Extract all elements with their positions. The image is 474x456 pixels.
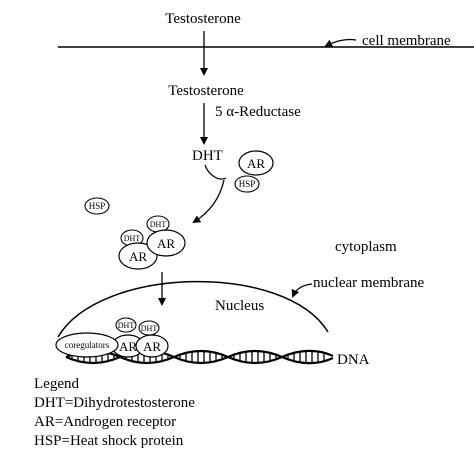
label-cell-membrane: cell membrane bbox=[362, 33, 451, 49]
ar-dimer-left bbox=[118, 242, 158, 270]
arrow-binding bbox=[192, 179, 225, 224]
hsp-released-label: HSP bbox=[89, 201, 106, 211]
label-dht: DHT bbox=[192, 148, 223, 164]
label-dna: DNA bbox=[337, 352, 370, 368]
ar-bound-left-label: AR bbox=[119, 339, 137, 354]
nuclear-membrane-arc bbox=[57, 280, 329, 338]
dna-helix bbox=[65, 349, 334, 365]
label-5a-reductase: 5 α-Reductase bbox=[215, 104, 301, 120]
label-nuclear-membrane: nuclear membrane bbox=[313, 275, 425, 291]
ar-receptor-free bbox=[238, 150, 274, 176]
cell-membrane-pointer-arrow bbox=[324, 38, 357, 47]
legend-title: Legend bbox=[34, 376, 79, 392]
ar-dimer-right-label: AR bbox=[157, 236, 175, 251]
dht-molecule-right-label: DHT bbox=[150, 220, 167, 229]
ar-receptor-free-label: AR bbox=[247, 156, 265, 171]
ar-dimer-left-label: AR bbox=[129, 249, 147, 264]
coregulators-label: coregulators bbox=[65, 340, 110, 350]
ar-bound-right bbox=[135, 334, 169, 358]
dht-bound-left bbox=[115, 317, 137, 333]
hsp-bound bbox=[234, 175, 260, 193]
nuclear-membrane-pointer-arrow bbox=[291, 283, 313, 298]
hsp-bound-label: HSP bbox=[239, 179, 256, 189]
dht-molecule-left-label: DHT bbox=[124, 234, 141, 243]
label-cytoplasm: cytoplasm bbox=[335, 239, 397, 255]
hsp-released bbox=[84, 197, 110, 215]
coregulators-complex bbox=[55, 332, 119, 358]
dht-bound-left-label: DHT bbox=[118, 321, 135, 330]
ar-bound-right-label: AR bbox=[143, 339, 161, 354]
label-testosterone-mid: Testosterone bbox=[168, 83, 244, 99]
legend-item-hsp: HSP=Heat shock protein bbox=[34, 433, 184, 449]
merge-line bbox=[204, 164, 227, 180]
label-testosterone-top: Testosterone bbox=[165, 11, 241, 27]
ar-dimer-right bbox=[146, 229, 186, 257]
legend-item-ar: AR=Androgen receptor bbox=[34, 414, 176, 430]
label-nucleus: Nucleus bbox=[215, 298, 264, 314]
dht-bound-right-label: DHT bbox=[141, 324, 158, 333]
legend-item-dht: DHT=Dihydrotestosterone bbox=[34, 395, 195, 411]
legend: Legend DHT=Dihydrotestosterone AR=Androg… bbox=[34, 376, 195, 449]
